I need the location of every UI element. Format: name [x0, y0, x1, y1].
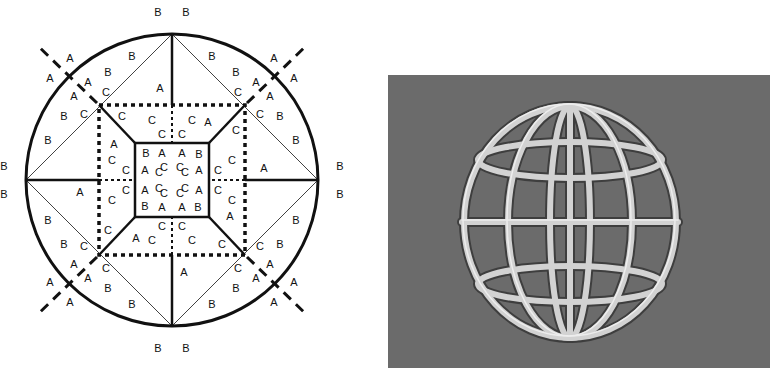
region-letter: A — [195, 185, 202, 196]
region-letter: B — [60, 111, 67, 122]
region-letter: B — [208, 299, 215, 310]
region-letter: B — [276, 111, 283, 122]
region-letter: B — [336, 161, 343, 172]
region-letter: A — [178, 148, 185, 159]
region-letter: A — [270, 297, 277, 308]
region-letter: B — [154, 343, 161, 354]
region-letter: C — [218, 239, 226, 250]
region-letter: B — [104, 283, 111, 294]
region-letter: C — [102, 263, 110, 274]
region-letter: B — [0, 189, 7, 200]
region-letter: C — [122, 185, 130, 196]
region-letter: C — [148, 115, 156, 126]
region-letter: C — [181, 167, 189, 178]
region-letter: B — [195, 149, 202, 160]
region-letter: A — [178, 202, 185, 213]
sphere-cage — [462, 104, 678, 338]
region-letter: C — [234, 263, 242, 274]
region-letter: C — [104, 225, 112, 236]
region-letter: C — [155, 167, 163, 178]
region-letter: A — [84, 273, 91, 284]
region-letter: C — [234, 87, 242, 98]
region-letter: A — [158, 148, 165, 159]
region-letter: B — [276, 239, 283, 250]
region-letter: C — [158, 221, 166, 232]
region-letter: B — [182, 7, 189, 18]
region-letter: B — [232, 283, 239, 294]
region-letter: A — [70, 91, 77, 102]
region-letter: C — [118, 111, 126, 122]
region-letter: A — [266, 259, 273, 270]
region-letter: B — [154, 7, 161, 18]
region-letter: A — [204, 117, 211, 128]
region-letter: C — [80, 109, 88, 120]
region-letter: C — [214, 165, 222, 176]
region-letter: C — [178, 221, 186, 232]
region-letter: B — [208, 51, 215, 62]
region-letter: B — [128, 51, 135, 62]
region-letter: C — [188, 115, 196, 126]
region-letter: A — [66, 53, 73, 64]
region-letter: B — [0, 161, 7, 172]
region-letter: A — [141, 165, 148, 176]
render-background — [388, 75, 770, 368]
region-letter: A — [141, 185, 148, 196]
region-letter: C — [102, 87, 110, 98]
region-letter: C — [155, 183, 163, 194]
region-letter: C — [108, 195, 116, 206]
region-letter: A — [156, 83, 163, 94]
region-letter: B — [232, 67, 239, 78]
region-letter: C — [188, 235, 196, 246]
region-letter: A — [46, 73, 53, 84]
region-letter: B — [141, 201, 148, 212]
region-letter: C — [176, 188, 184, 199]
region-letter: A — [158, 202, 165, 213]
region-letter: A — [46, 277, 53, 288]
region-letter: A — [70, 259, 77, 270]
region-letter: A — [290, 277, 297, 288]
region-letter: B — [44, 135, 51, 146]
region-letter: A — [180, 267, 187, 278]
region-letter: A — [252, 273, 259, 284]
region-letter: A — [226, 211, 233, 222]
region-letter: A — [290, 73, 297, 84]
region-letter: B — [104, 67, 111, 78]
region-letter: C — [108, 155, 116, 166]
region-letter: B — [44, 215, 51, 226]
region-letter: B — [292, 215, 299, 226]
region-letter: C — [178, 129, 186, 140]
region-letter: C — [256, 109, 264, 120]
region-letter: C — [228, 155, 236, 166]
region-letter: C — [228, 195, 236, 206]
region-letter: C — [256, 241, 264, 252]
region-letter: C — [158, 129, 166, 140]
region-letter: A — [76, 187, 83, 198]
region-letter: B — [182, 343, 189, 354]
region-letter: B — [60, 239, 67, 250]
region-letter: C — [214, 185, 222, 196]
region-letter: B — [194, 202, 201, 213]
region-letter: B — [336, 189, 343, 200]
region-letter: C — [80, 241, 88, 252]
region-letter: B — [142, 148, 149, 159]
region-letter: A — [266, 91, 273, 102]
region-letter: B — [292, 135, 299, 146]
region-letter: B — [128, 299, 135, 310]
region-letter: A — [132, 233, 139, 244]
region-letter: A — [84, 77, 91, 88]
region-letter: A — [66, 297, 73, 308]
schematic-sphere — [26, 34, 318, 326]
region-letter: A — [260, 163, 267, 174]
region-letter: A — [252, 77, 259, 88]
region-letter: A — [270, 53, 277, 64]
region-letter: A — [195, 165, 202, 176]
region-letter: C — [148, 235, 156, 246]
region-letter: C — [122, 165, 130, 176]
region-letter: A — [110, 139, 117, 150]
region-letter: C — [232, 125, 240, 136]
